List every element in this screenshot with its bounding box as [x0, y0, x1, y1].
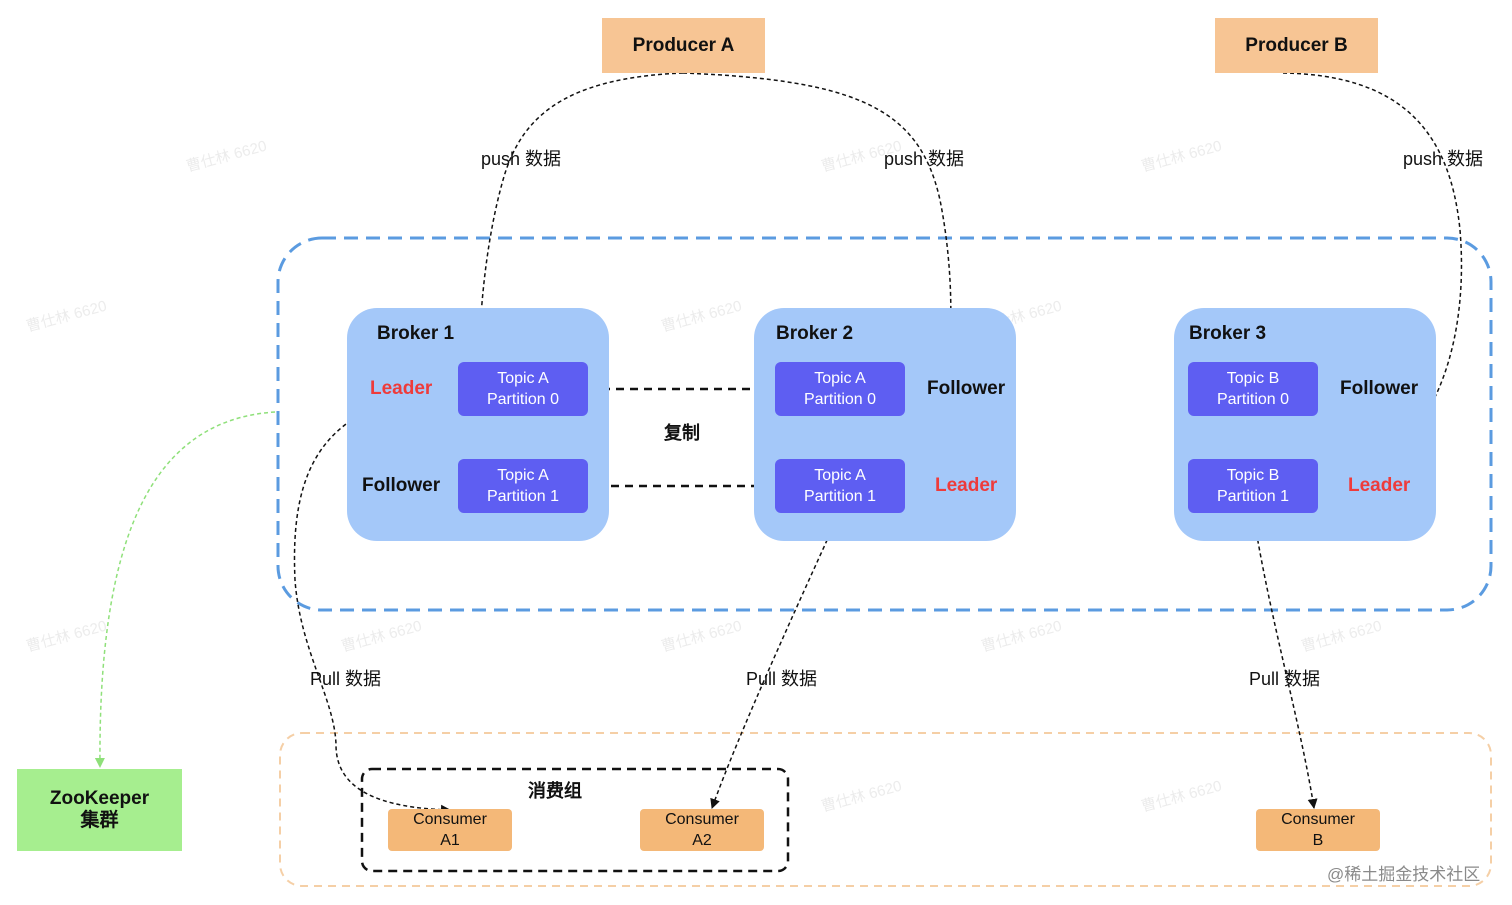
consumer-a2: Consumer A2 — [640, 809, 764, 851]
partition-number: Partition 1 — [803, 488, 877, 505]
replicate-label: 复制 — [664, 423, 700, 443]
partition-b1-topic-a-1: Topic A Partition 1 — [458, 459, 588, 513]
producer-b: Producer B — [1215, 18, 1378, 73]
broker-1-title: Broker 1 — [377, 323, 455, 344]
pull-arrow-b — [1252, 511, 1318, 809]
partition-topic: Topic A — [497, 370, 549, 387]
pull-arrow-a1 — [293, 388, 459, 815]
consumer-group-boundary — [360, 767, 790, 873]
zookeeper-cluster: ZooKeeper 集群 — [17, 769, 182, 851]
role-leader-b2: Leader — [935, 475, 998, 496]
zookeeper-line2: 集群 — [80, 810, 119, 831]
partition-topic: Topic B — [1226, 370, 1280, 387]
push-arrow-b-p1 — [1282, 72, 1463, 490]
partition-number: Partition 1 — [1216, 488, 1290, 505]
footer-watermark: @稀土掘金技术社区 — [1327, 865, 1481, 884]
producer-a-label: Producer A — [632, 34, 735, 56]
partition-number: Partition 0 — [486, 391, 560, 408]
broker-3-title: Broker 3 — [1189, 323, 1267, 344]
consumer-b: Consumer B — [1256, 809, 1380, 851]
consumer-group-label: 消费组 — [528, 781, 582, 801]
partition-topic: Topic A — [814, 370, 866, 387]
consumer-line1: Consumer — [665, 811, 739, 828]
pull-label-b: Pull 数据 — [1249, 669, 1321, 689]
role-follower-b3: Follower — [1340, 378, 1419, 399]
pull-label-a2: Pull 数据 — [746, 669, 818, 689]
push-arrow-a-p0 — [474, 72, 684, 360]
pull-label-a1: Pull 数据 — [310, 669, 382, 689]
partition-b3-topic-b-1: Topic B Partition 1 — [1188, 459, 1318, 513]
consumer-line2: A2 — [692, 832, 712, 849]
partition-topic: Topic B — [1226, 467, 1280, 484]
consumer-line2: B — [1312, 832, 1324, 849]
broker-2-title: Broker 2 — [776, 323, 854, 344]
partition-b2-topic-a-1: Topic A Partition 1 — [775, 459, 905, 513]
partition-b1-topic-a-0: Topic A Partition 0 — [458, 362, 588, 416]
producer-b-label: Producer B — [1245, 34, 1348, 56]
push-label-a-p0: push 数据 — [481, 149, 562, 169]
zookeeper-line1: ZooKeeper — [49, 788, 150, 809]
role-leader-b1: Leader — [370, 378, 433, 399]
role-follower-b1: Follower — [362, 475, 441, 496]
kafka-cluster-boundary — [276, 236, 1493, 612]
consumer-a1: Consumer A1 — [388, 809, 512, 851]
partition-number: Partition 1 — [486, 488, 560, 505]
consumer-line1: Consumer — [1281, 811, 1355, 828]
zookeeper-link — [94, 411, 276, 768]
producer-a: Producer A — [602, 18, 765, 73]
consumer-line2: A1 — [440, 832, 460, 849]
partition-b2-topic-a-0: Topic A Partition 0 — [775, 362, 905, 416]
partition-topic: Topic A — [497, 467, 549, 484]
role-leader-b3: Leader — [1348, 475, 1411, 496]
partition-b3-topic-b-0: Topic B Partition 0 — [1188, 362, 1318, 416]
partition-topic: Topic A — [814, 467, 866, 484]
partition-number: Partition 0 — [803, 391, 877, 408]
push-label-a-p1: push 数据 — [884, 149, 965, 169]
role-follower-b2: Follower — [927, 378, 1006, 399]
push-label-b-p1: push 数据 — [1403, 149, 1484, 169]
partition-number: Partition 0 — [1216, 391, 1290, 408]
consumer-line1: Consumer — [413, 811, 487, 828]
